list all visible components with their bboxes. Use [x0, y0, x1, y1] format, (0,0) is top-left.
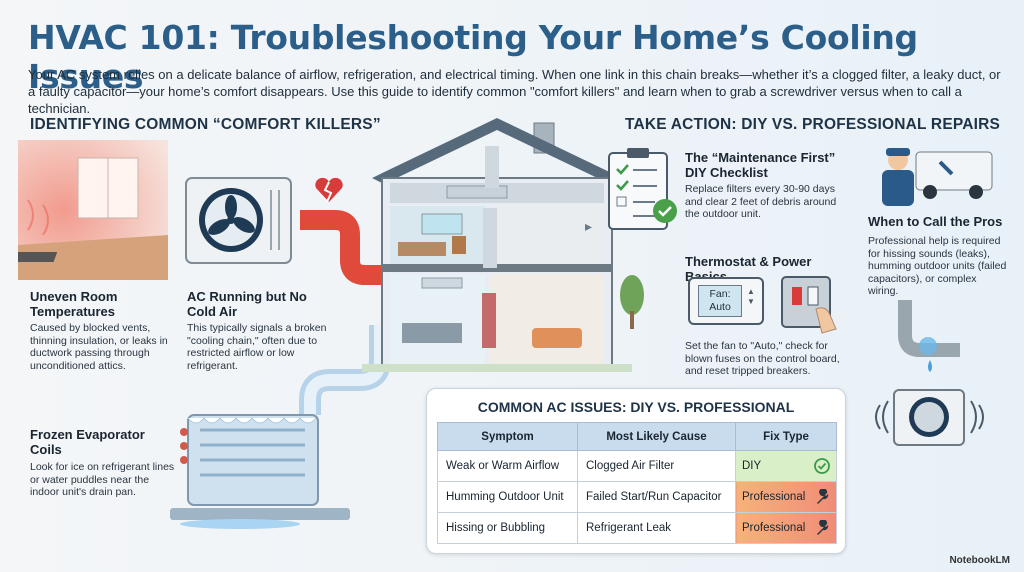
- row-fix: DIY: [735, 450, 837, 482]
- warm-room-illustration: [18, 140, 168, 280]
- left-section-heading: IDENTIFYING COMMON “COMFORT KILLERS”: [30, 116, 381, 133]
- row-symptom: Weak or Warm Airflow: [437, 450, 578, 482]
- thermostat-display: Fan: Auto: [698, 285, 742, 317]
- table-header-cause: Most Likely Cause: [577, 422, 736, 451]
- notebooklm-brand: NotebookLM: [949, 555, 1010, 566]
- maintenance-title: The “Maintenance First” DIY Checklist: [685, 150, 836, 180]
- table-header-symptom: Symptom: [437, 422, 578, 451]
- clipboard-checklist-icon: [608, 148, 677, 230]
- issues-table: Symptom Most Likely Cause Fix Type Weak …: [437, 422, 837, 544]
- broken-heart-icon: [315, 177, 343, 203]
- fix-label: Professional: [742, 491, 806, 503]
- row-symptom: Humming Outdoor Unit: [437, 481, 578, 513]
- row-fix: Professional: [735, 512, 837, 544]
- leaking-pipe-icon: [898, 300, 960, 372]
- table-row: Weak or Warm Airflow Clogged Air Filter …: [437, 450, 837, 482]
- tree-illustration: [620, 275, 644, 329]
- wrench-icon: [817, 489, 829, 504]
- table-row: Hissing or Bubbling Refrigerant Leak Pro…: [437, 512, 837, 544]
- fix-label: DIY: [742, 460, 762, 472]
- row-cause: Refrigerant Leak: [577, 512, 736, 544]
- intro-paragraph: Your AC system relies on a delicate bala…: [28, 67, 1001, 116]
- thermostat-device[interactable]: Fan: Auto ▲▼: [688, 277, 764, 325]
- table-row: Humming Outdoor Unit Failed Start/Run Ca…: [437, 481, 837, 513]
- row-symptom: Hissing or Bubbling: [437, 512, 578, 544]
- thermostat-text: Set the fan to "Auto," check for blown f…: [685, 340, 840, 377]
- uneven-temps-text: Caused by blocked vents, thinning insula…: [30, 322, 168, 372]
- row-cause: Clogged Air Filter: [577, 450, 736, 482]
- frozen-coils-text: Look for ice on refrigerant lines or wat…: [30, 461, 175, 498]
- fix-label: Professional: [742, 522, 806, 534]
- no-cold-air-title: AC Running but No Cold Air: [187, 289, 307, 319]
- red-refrigerant-duct: [300, 210, 390, 285]
- humming-outdoor-unit-icon: [875, 389, 984, 446]
- technician-van-illustration: [882, 148, 993, 206]
- right-section-heading: TAKE ACTION: DIY VS. PROFESSIONAL REPAIR…: [625, 116, 1001, 133]
- check-circle-icon: [814, 458, 830, 474]
- house-cutaway-illustration: [362, 118, 632, 372]
- thermostat-arrows[interactable]: ▲▼: [747, 287, 755, 306]
- arrow-right-icon: ▸: [585, 218, 593, 234]
- maintenance-text: Replace filters every 30-90 days and cle…: [685, 183, 837, 220]
- outdoor-ac-unit-illustration: [185, 177, 292, 264]
- no-cold-air-text: This typically signals a broken "cooling…: [187, 322, 327, 372]
- page-title: HVAC 101: Troubleshooting Your Home’s Co…: [28, 18, 918, 96]
- breaker-panel-icon: [781, 276, 837, 334]
- call-pros-title: When to Call the Pros: [868, 214, 1003, 229]
- table-title: COMMON AC ISSUES: DIY VS. PROFESSIONAL: [477, 399, 795, 415]
- wrench-icon: [817, 520, 829, 535]
- table-header-fix: Fix Type: [735, 422, 837, 451]
- row-fix: Professional: [735, 481, 837, 513]
- uneven-temps-title: Uneven Room Temperatures: [30, 289, 118, 319]
- frozen-coils-title: Frozen Evaporator Coils: [30, 427, 145, 457]
- issues-table-card: COMMON AC ISSUES: DIY VS. PROFESSIONAL S…: [426, 388, 846, 554]
- row-cause: Failed Start/Run Capacitor: [577, 481, 736, 513]
- call-pros-text: Professional help is required for hissin…: [868, 235, 1007, 297]
